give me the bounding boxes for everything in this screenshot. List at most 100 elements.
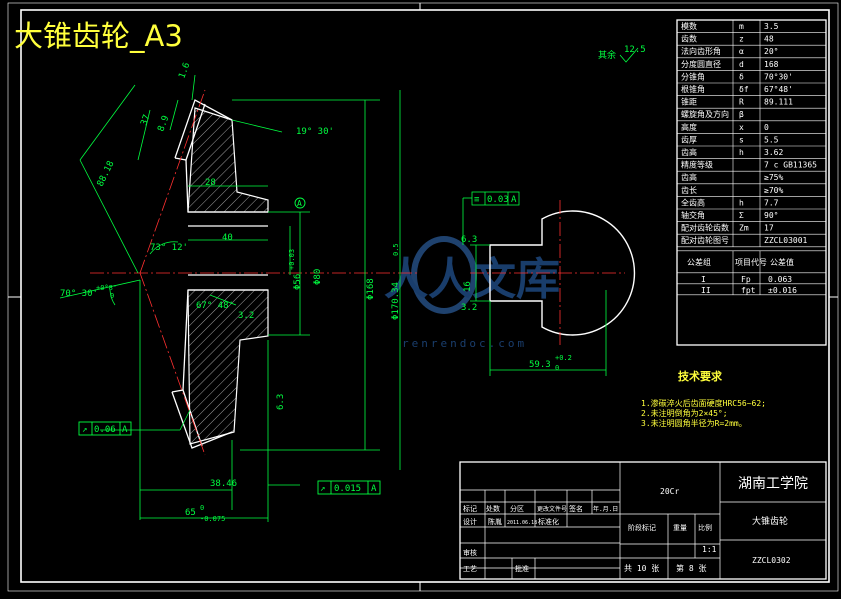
dim-bore-diameter: Φ56 bbox=[293, 274, 303, 290]
tb-h-count: 处数 bbox=[486, 504, 500, 513]
tb-sheet: 第 8 张 bbox=[676, 563, 706, 573]
tol-symmetry-datum: A bbox=[511, 195, 517, 205]
tb-material: 20Cr bbox=[660, 487, 679, 496]
title-block: 20Cr 湖南工学院 大锥齿轮 ZZCL0302 1:1 共 10 张 第 8 … bbox=[459, 461, 827, 580]
tolerance-frame-face bbox=[317, 480, 381, 495]
param-symbol: δf bbox=[739, 85, 749, 94]
param-name: 轴交角 bbox=[681, 210, 705, 220]
tb-drawing-no: ZZCL0302 bbox=[752, 556, 791, 565]
section-hatch-top bbox=[187, 107, 269, 213]
bore-keyway-outline bbox=[489, 210, 636, 336]
dim-roughness-keyway-top: 6.3 bbox=[461, 235, 477, 245]
param-symbol: x bbox=[739, 123, 744, 132]
param-value: 7 c GB11365 bbox=[764, 161, 817, 170]
surface-note-label: 其余 bbox=[598, 49, 616, 61]
sheet-frame bbox=[7, 2, 839, 592]
dim-tip-angle: 73° 12' bbox=[150, 243, 188, 253]
tb-h-doc: 更改文件号 bbox=[537, 505, 567, 513]
tb-design: 设计 bbox=[463, 517, 477, 526]
tol-face-datum: A bbox=[371, 484, 377, 494]
param-name: 配对齿轮图号 bbox=[681, 235, 729, 245]
dim-tip-tol: 0.5 bbox=[392, 243, 400, 256]
watermark-text: 人人文库 bbox=[384, 254, 560, 305]
tb-process: 工艺 bbox=[463, 565, 477, 573]
tol-header-group: 公差组 bbox=[687, 257, 711, 267]
dim-overall-upper: 0 bbox=[200, 504, 204, 512]
keyway-center-lines bbox=[470, 200, 625, 345]
tb-h-date: 年.月.日 bbox=[593, 505, 618, 513]
param-name: 高度 bbox=[681, 122, 697, 132]
dim-keyway-depth-upper: +0.2 bbox=[555, 354, 572, 362]
dim-face-angle: 19° 30' bbox=[296, 127, 334, 137]
param-symbol: Zm bbox=[739, 224, 749, 233]
param-value: 70°30' bbox=[764, 72, 793, 81]
dim-roughness-keyway-side: 3.2 bbox=[461, 303, 477, 313]
dim-keyway-depth-lower: 0 bbox=[555, 364, 559, 372]
tol-value: ±0.016 bbox=[768, 286, 797, 295]
tol-runout-value: 0.06 bbox=[94, 425, 116, 435]
dim-roughness-bore: 3.2 bbox=[238, 311, 254, 321]
tol-header-code: 项目代号 bbox=[735, 257, 767, 267]
tech-item-3: 3.未注明圆角半径为R=2mm。 bbox=[641, 418, 747, 428]
tb-std: 标准化 bbox=[538, 517, 559, 526]
param-symbol: h bbox=[739, 148, 744, 157]
param-name: 齿长 bbox=[681, 185, 697, 195]
param-value: 48 bbox=[764, 35, 774, 44]
surface-roughness-note: 其余 12.5 bbox=[598, 45, 646, 63]
param-symbol: z bbox=[739, 35, 744, 44]
tb-weight: 重量 bbox=[673, 524, 687, 532]
tol-face-value: 0.015 bbox=[334, 484, 361, 494]
dim-mounting-distance: 38.46 bbox=[210, 479, 237, 489]
center-lines bbox=[90, 89, 420, 456]
keyway-labels: 0.03 A 59.3 +0.2 0 16 6.3 3.2 bbox=[461, 195, 572, 372]
param-name: 齿高 bbox=[681, 172, 697, 182]
dim-hub-width: 28 bbox=[205, 178, 216, 188]
param-value: 3.62 bbox=[764, 148, 783, 157]
param-name: 全齿高 bbox=[681, 197, 705, 207]
gear-section-view[interactable]: 1.6 37 8.9 88.18 19° 30' 28 40 73° 12' 7… bbox=[59, 61, 420, 523]
param-value: 3.5 bbox=[764, 22, 779, 31]
param-symbol: β bbox=[739, 110, 744, 119]
param-symbol: s bbox=[739, 135, 744, 144]
tol-symmetry-value: 0.03 bbox=[487, 195, 509, 205]
tol-runout-datum: A bbox=[122, 425, 128, 435]
watermark: 人人文库 renrendoc.com bbox=[384, 236, 560, 350]
dim-keyway-depth: 59.3 bbox=[529, 360, 551, 370]
param-value: ≥75% bbox=[764, 173, 783, 182]
param-name: 根锥角 bbox=[681, 84, 705, 94]
param-name: 锥距 bbox=[681, 97, 697, 107]
param-name: 模数 bbox=[681, 21, 697, 31]
param-value: 20° bbox=[764, 47, 778, 56]
tb-ratio: 比例 bbox=[698, 523, 712, 532]
tb-stage: 阶段标记 bbox=[628, 523, 656, 532]
param-value: 17 bbox=[764, 224, 774, 233]
param-name: 齿厚 bbox=[681, 135, 697, 144]
dim-hub-diameter: Φ80 bbox=[313, 269, 323, 285]
drawing-title: 大锥齿轮_A3 bbox=[14, 19, 183, 53]
tb-h-zone: 分区 bbox=[510, 504, 524, 513]
tol-group: II bbox=[701, 286, 711, 295]
dimension-labels: 1.6 37 8.9 88.18 19° 30' 28 40 73° 12' 7… bbox=[60, 61, 401, 523]
tb-school: 湖南工学院 bbox=[738, 476, 808, 492]
dim-cone-distance: 88.18 bbox=[96, 160, 117, 189]
datum-letter: A bbox=[297, 199, 302, 208]
param-name: 法向齿形角 bbox=[681, 46, 721, 56]
param-name: 齿高 bbox=[681, 147, 697, 157]
dim-bore-tol: +0.03 bbox=[288, 249, 296, 270]
dim-root-angle: 67° 48' bbox=[196, 301, 234, 311]
tech-item-2: 2.未注明倒角为2×45°; bbox=[641, 408, 728, 418]
param-value: ZZCL03001 bbox=[764, 236, 808, 245]
param-symbol: Σ bbox=[739, 211, 744, 220]
param-symbol: d bbox=[739, 60, 744, 69]
param-name: 精度等级 bbox=[681, 160, 713, 170]
gear-teeth bbox=[171, 99, 233, 449]
datum-marker bbox=[294, 197, 306, 209]
param-symbol: h bbox=[739, 198, 744, 207]
runout-symbol: ↗ bbox=[82, 425, 87, 435]
keyway-view[interactable]: 0.03 A 59.3 +0.2 0 16 6.3 3.2 ≡ bbox=[461, 191, 636, 376]
watermark-url: renrendoc.com bbox=[402, 337, 527, 350]
dim-pitch-angle-upper: +0°8' bbox=[96, 284, 117, 292]
